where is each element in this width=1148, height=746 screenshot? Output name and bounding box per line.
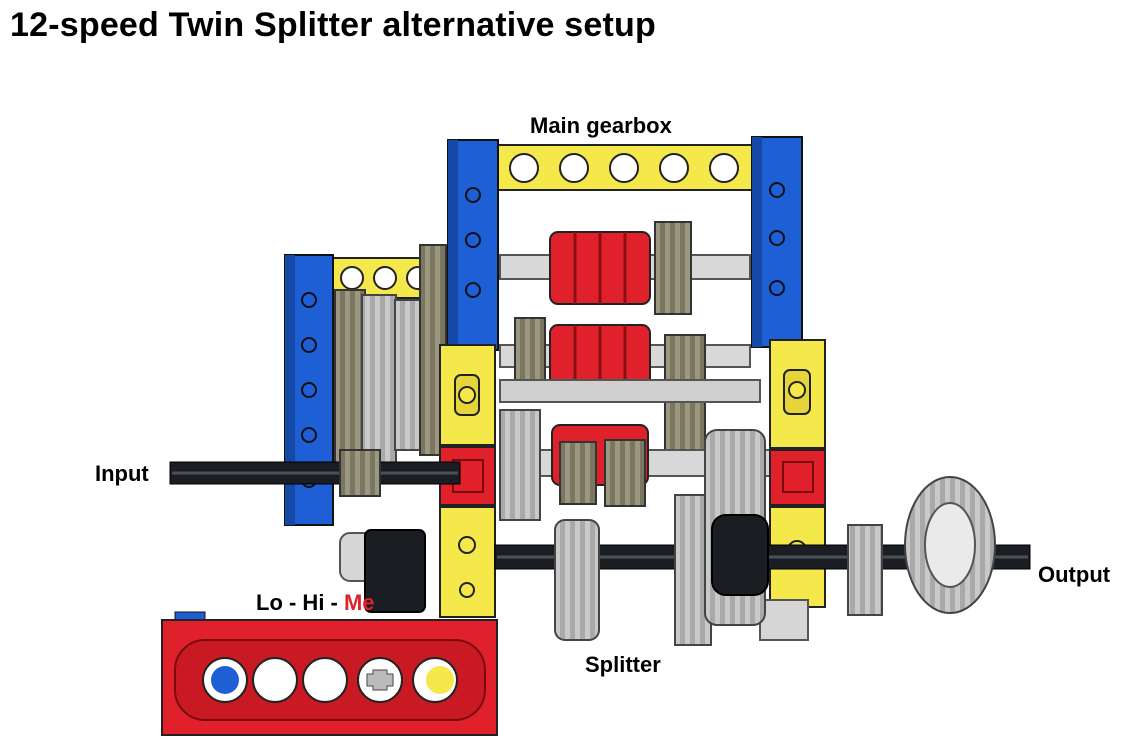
shift-collar — [339, 529, 426, 613]
splitter-label: Splitter — [585, 652, 661, 677]
lower-shaft — [499, 409, 771, 521]
mode-label: Lo - Hi - Me — [256, 590, 375, 616]
splitter-gears — [554, 429, 883, 646]
main-gearbox-label: Main gearbox — [530, 113, 672, 138]
upper-shaft — [499, 221, 751, 315]
middle-shaft — [499, 317, 761, 456]
main-frame-left-beam — [447, 139, 499, 351]
output-end-gear — [904, 476, 996, 614]
main-frame-right-beam — [751, 136, 803, 348]
selector-beam — [161, 611, 498, 736]
input-axle — [169, 449, 461, 497]
input-label: Input — [95, 461, 149, 486]
mode-lo-hi-text: Lo - Hi - — [256, 590, 344, 615]
output-label: Output — [1038, 562, 1111, 587]
mode-me-text: Me — [343, 590, 375, 615]
diagram-title: 12-speed Twin Splitter alternative setup — [10, 6, 656, 44]
main-left-brick-column — [439, 344, 496, 618]
main-right-brick-column — [759, 339, 826, 641]
main-frame-top-beam — [469, 144, 791, 191]
